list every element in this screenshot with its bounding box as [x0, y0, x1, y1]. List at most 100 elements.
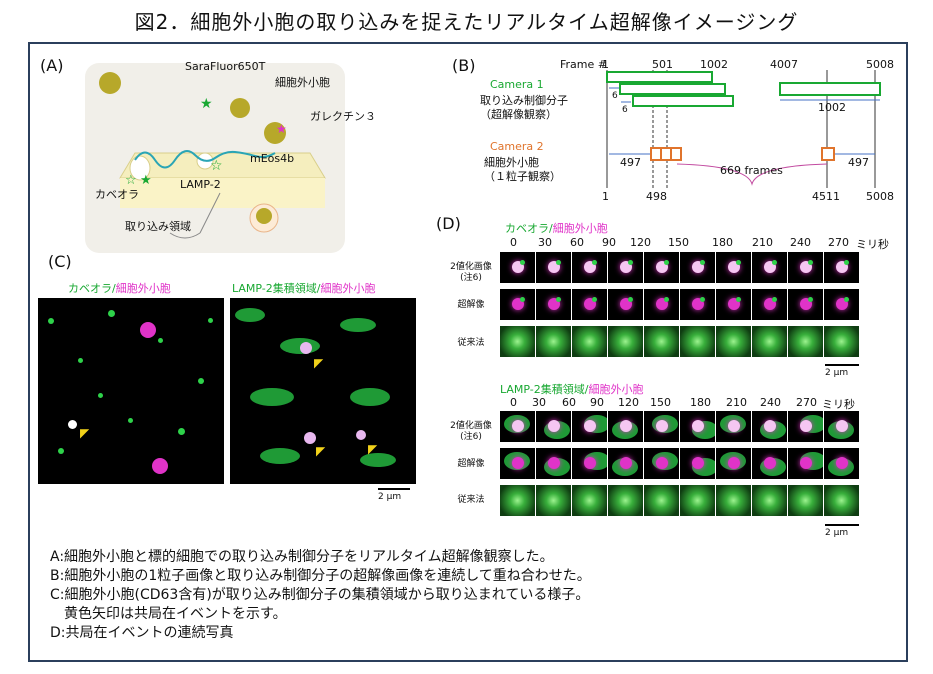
svg-text:★: ★	[276, 122, 287, 136]
filmstrip-tile	[752, 289, 787, 320]
filmstrip-tile	[644, 485, 679, 516]
filmstrip-tile	[752, 448, 787, 479]
camera2-desc2: （１粒子観察）	[484, 170, 561, 183]
lamp-label: LAMP-2	[180, 178, 221, 191]
top-row-binary-label: 2値化画像(注6)	[450, 262, 492, 283]
filmstrip-tile	[788, 252, 823, 283]
micrograph-lamp2: ◤ ◤ ◤	[230, 298, 416, 484]
frame-tick-top-1: 1	[602, 58, 609, 71]
filmstrip-tile	[500, 289, 535, 320]
filmstrip-tile	[572, 485, 607, 516]
panel-d-top-scale-label: 2 μm	[825, 368, 849, 378]
camera2-desc1: 細胞外小胞	[484, 156, 539, 169]
caption-d: D:共局在イベントの連続写真	[50, 625, 234, 641]
filmstrip-tile	[536, 485, 571, 516]
filmstrip-tile	[644, 411, 679, 442]
filmstrip-tile	[716, 326, 751, 357]
filmstrip-tile	[500, 326, 535, 357]
frame-label: Frame #	[560, 58, 607, 71]
figure-title: 図2．細胞外小胞の取り込みを捉えたリアルタイム超解像イメージング	[134, 10, 799, 34]
caveola-label: カベオラ	[95, 188, 139, 201]
filmstrip-tile	[716, 448, 751, 479]
top-row-conv-label: 従来法	[457, 338, 485, 348]
panel-d-bottom-times: 0 30 60 90 120 150 180 210 240 270 ミリ秒	[510, 396, 855, 411]
filmstrip-tile	[716, 411, 751, 442]
panel-c-label: (C)	[48, 252, 72, 271]
bottom-row-conv-label: 従来法	[457, 495, 485, 505]
camera1-desc1: 取り込み制御分子	[480, 94, 568, 107]
filmstrip-tile	[824, 289, 859, 320]
filmstrip-tile	[536, 252, 571, 283]
duration-497-right: 497	[848, 156, 869, 169]
filmstrip-tile	[824, 485, 859, 516]
filmstrip-tile	[680, 448, 715, 479]
figure-frame	[28, 42, 908, 662]
ev-label: 細胞外小胞	[275, 76, 330, 89]
filmstrip-tile	[716, 252, 751, 283]
panel-d-top-filmstrip	[500, 252, 860, 362]
galectin-label: ガレクチン３	[310, 110, 376, 123]
timing-diagram	[606, 70, 881, 188]
filmstrip-tile	[500, 485, 535, 516]
filmstrip-tile	[572, 252, 607, 283]
top-row-super-label: 超解像	[457, 300, 485, 310]
filmstrip-tile	[500, 448, 535, 479]
bottom-row-binary-label: 2値化画像(注6)	[450, 421, 492, 442]
panel-c-scale-label: 2 μm	[378, 492, 402, 502]
filmstrip-tile	[644, 448, 679, 479]
filmstrip-tile	[536, 326, 571, 357]
filmstrip-tile	[608, 448, 643, 479]
meos-label: mEos4b	[250, 152, 295, 165]
filmstrip-tile	[572, 289, 607, 320]
frame-tick-bottom-498: 498	[646, 190, 667, 203]
six-b: 6	[622, 105, 628, 115]
filmstrip-tile	[644, 326, 679, 357]
filmstrip-tile	[752, 411, 787, 442]
svg-text:★: ★	[140, 173, 152, 188]
frame-tick-bottom-5008: 5008	[866, 190, 894, 203]
panel-a-illustration: ★ ★ ☆ ☆ ★	[85, 63, 345, 253]
filmstrip-tile	[824, 252, 859, 283]
frames-669: 669 frames	[720, 164, 783, 177]
filmstrip-tile	[788, 326, 823, 357]
panel-d-bottom-scale-label: 2 μm	[825, 528, 849, 538]
panel-d-top-scale-bar	[825, 364, 859, 366]
filmstrip-tile	[572, 411, 607, 442]
duration-497-left: 497	[620, 156, 641, 169]
panel-d-bottom-title: LAMP-2集積領域/細胞外小胞	[500, 383, 644, 396]
filmstrip-tile	[536, 289, 571, 320]
filmstrip-tile	[752, 485, 787, 516]
filmstrip-tile	[680, 485, 715, 516]
panel-b-label: (B)	[452, 56, 476, 75]
camera1-desc2: （超解像観察）	[480, 108, 557, 121]
panel-a-label: (A)	[40, 56, 64, 75]
filmstrip-tile	[536, 411, 571, 442]
caption-a: A:細胞外小胞と標的細胞での取り込み制御分子をリアルタイム超解像観察した。	[50, 549, 554, 565]
filmstrip-tile	[608, 485, 643, 516]
filmstrip-tile	[572, 326, 607, 357]
filmstrip-tile	[608, 252, 643, 283]
filmstrip-tile	[500, 252, 535, 283]
panel-d-bottom-scale-bar	[825, 524, 859, 526]
filmstrip-tile	[680, 326, 715, 357]
panel-d-bottom-filmstrip	[500, 411, 860, 521]
filmstrip-tile	[680, 289, 715, 320]
filmstrip-tile	[680, 252, 715, 283]
filmstrip-tile	[788, 448, 823, 479]
bottom-row-super-label: 超解像	[457, 459, 485, 469]
filmstrip-tile	[644, 289, 679, 320]
filmstrip-tile	[824, 411, 859, 442]
panel-d-top-times: 0 30 60 90 120 150 180 210 240 270 ミリ秒	[510, 236, 889, 251]
saraflour-label: SaraFluor650T	[185, 60, 266, 73]
frame-tick-bottom-4511: 4511	[812, 190, 840, 203]
panel-c-scale-bar	[378, 488, 410, 490]
filmstrip-tile	[680, 411, 715, 442]
uptake-label: 取り込み領域	[125, 220, 191, 233]
panel-d-label: (D)	[436, 214, 461, 233]
six-a: 6	[612, 91, 618, 101]
filmstrip-tile	[716, 289, 751, 320]
filmstrip-tile	[788, 485, 823, 516]
filmstrip-tile	[500, 411, 535, 442]
frame-tick-top-4007: 4007	[770, 58, 798, 71]
frame-tick-bottom-1: 1	[602, 190, 609, 203]
